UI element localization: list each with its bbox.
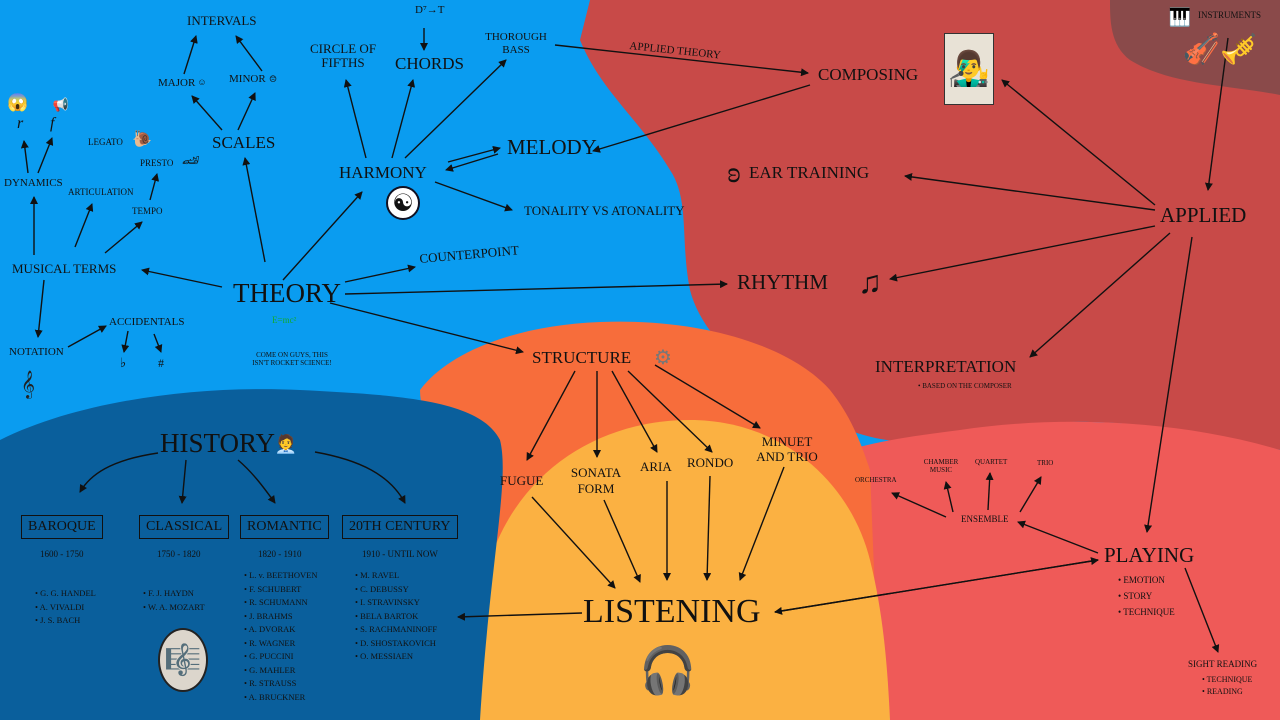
era-box-romantic: ROMANTIC (240, 515, 329, 539)
node-quartet: QUARTET (975, 458, 1008, 466)
snail-icon: 🐌 (132, 131, 152, 148)
composer-portrait-icon: 🧑‍💼 (274, 433, 298, 454)
node-orchestra: ORCHESTRA (855, 476, 897, 484)
node-rondo: RONDO (687, 455, 734, 470)
era-years-classical: 1750 - 1820 (157, 549, 201, 559)
instruments-region (1110, 0, 1280, 95)
era-years-baroque: 1600 - 1750 (40, 549, 84, 559)
node-presto: PRESTO (140, 158, 174, 168)
instruments-icon: 🎻🎺 (1182, 32, 1258, 66)
node-fugue: FUGUE (500, 473, 544, 488)
smiley-icon: ☺ (197, 77, 207, 87)
node-sonata-form: SONATA FORM (570, 465, 622, 496)
music-notes-icon: ♫ (858, 263, 882, 300)
composer-list-classical: F. J. HAYDNW. A. MOZART (143, 587, 205, 614)
node-playing: PLAYING (1104, 543, 1195, 567)
theory-note: COME ON GUYS, THIS ISN'T ROCKET SCIENCE! (252, 351, 332, 367)
sheet-music-icon: 𝄞 (20, 371, 36, 398)
composer-list-20th-century: M. RAVELC. DEBUSSYI. STRAVINSKY BELA BAR… (355, 569, 437, 664)
emc2-formula: E=mc² (272, 315, 297, 325)
playing-items: EMOTIONSTORYTECHNIQUE (1118, 572, 1175, 620)
node-harmony: HARMONY (339, 163, 427, 182)
scream-emoji-icon: 😱 (7, 93, 29, 112)
node-chamber-music: CHAMBER MUSIC (923, 458, 959, 474)
node-trio: TRIO (1037, 459, 1054, 467)
sad-face-icon: ☹ (268, 73, 278, 84)
composer-list-romantic: L. v. BEETHOVENF. SCHUBERTR. SCHUMANN J.… (244, 569, 318, 704)
node-articulation: ARTICULATION (68, 187, 134, 197)
era-box-20th-century: 20TH CENTURY (342, 515, 458, 539)
chords-symbol: D⁷→T (415, 4, 445, 16)
beethoven-portrait-icon: 👨‍🎤 (944, 33, 994, 105)
node-thorough-bass: THOROUGH BASS (485, 31, 547, 56)
era-years-20th-century: 1910 - UNTIL NOW (362, 549, 438, 559)
node-aria: ARIA (640, 459, 672, 474)
era-years-romantic: 1820 - 1910 (258, 549, 302, 559)
gear-icon: ⚙ (654, 346, 672, 369)
sight-reading-items: TECHNIQUEREADING (1202, 674, 1253, 698)
node-legato: LEGATO (88, 137, 123, 147)
node-minor: MINOR (229, 73, 266, 85)
node-intervals: INTERVALS (187, 13, 257, 28)
era-box-classical: CLASSICAL (139, 515, 230, 539)
node-accidentals: ACCIDENTALS (109, 316, 185, 328)
dynamic-piano-mark: r (17, 115, 24, 132)
node-ear-training: EAR TRAINING (749, 163, 870, 182)
node-tempo: TEMPO (132, 206, 163, 216)
node-ensemble: ENSEMBLE (961, 514, 1009, 524)
flat-symbol: ♭ (120, 355, 127, 370)
composer-list-baroque: G. G. HANDELA. VIVALDIJ. S. BACH (35, 587, 96, 628)
node-applied: APPLIED (1160, 203, 1247, 227)
node-minuet-and-trio: MINUET AND TRIO (756, 434, 818, 464)
node-instruments: INSTRUMENTS (1198, 10, 1262, 20)
node-rhythm: RHYTHM (737, 270, 829, 294)
node-theory: THEORY (233, 278, 341, 308)
ear-icon: ʚ (727, 156, 741, 189)
yin-yang-icon: ☯ (386, 186, 420, 220)
node-sight-reading: SIGHT READING (1188, 659, 1258, 669)
listening-region (480, 420, 890, 720)
era-box-baroque: BAROQUE (21, 515, 103, 539)
interpretation-note: • BASED ON THE COMPOSER (918, 382, 1012, 390)
node-circle-of-fifths: CIRCLE OF FIFTHS (309, 41, 377, 70)
node-composing: COMPOSING (818, 65, 919, 84)
node-scales: SCALES (212, 133, 276, 152)
node-musical-terms: MUSICAL TERMS (12, 261, 117, 276)
node-interpretation: INTERPRETATION (875, 357, 1017, 376)
node-tonality: TONALITY VS ATONALITY (524, 203, 685, 218)
piano-icon: 🎹 (1168, 6, 1192, 27)
node-structure: STRUCTURE (532, 348, 632, 367)
node-melody: MELODY (507, 135, 597, 159)
dynamic-forte-mark: f (50, 115, 55, 132)
headphones-icon: 🎧 (639, 645, 697, 696)
sharp-symbol: # (158, 356, 164, 370)
node-chords: CHORDS (395, 54, 464, 73)
mozart-portrait-icon: 🎼 (158, 628, 208, 692)
megaphone-icon: 📢 (52, 97, 70, 112)
race-car-icon: 🏎 (182, 153, 200, 169)
node-dynamics: DYNAMICS (4, 177, 63, 189)
node-history: HISTORY (160, 428, 276, 458)
node-notation: NOTATION (9, 346, 64, 358)
node-listening: LISTENING (583, 593, 761, 630)
node-major: MAJOR (158, 77, 196, 89)
